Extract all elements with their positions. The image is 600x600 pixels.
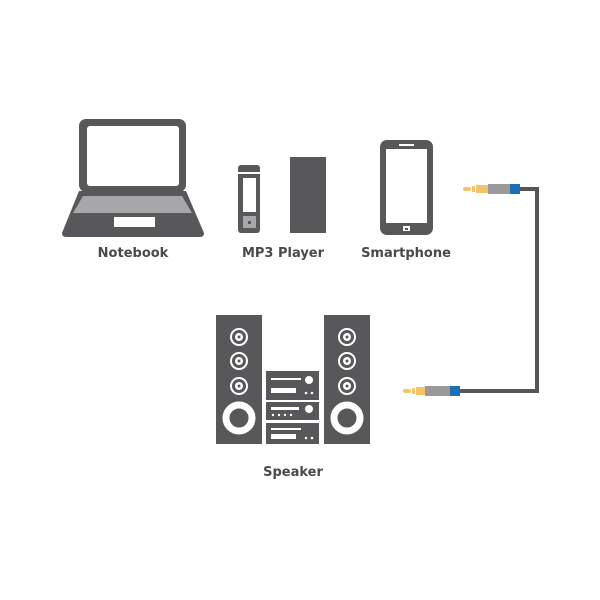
mp3-player-label: MP3 Player	[242, 246, 325, 261]
notebook-label: Notebook	[98, 246, 169, 261]
left-speaker-icon	[216, 315, 262, 444]
right-speaker-icon	[324, 315, 370, 444]
speaker-system-icon	[216, 315, 370, 444]
speaker-label: Speaker	[263, 465, 323, 480]
audio-cable-icon	[403, 184, 539, 396]
bottom-plug-icon	[403, 386, 460, 396]
smartphone-label: Smartphone	[361, 246, 451, 261]
mp3-player-icon	[238, 157, 326, 233]
top-plug-icon	[463, 184, 520, 194]
smartphone-icon	[380, 140, 433, 235]
stereo-receiver-icon	[266, 371, 319, 444]
notebook-icon	[62, 119, 204, 237]
